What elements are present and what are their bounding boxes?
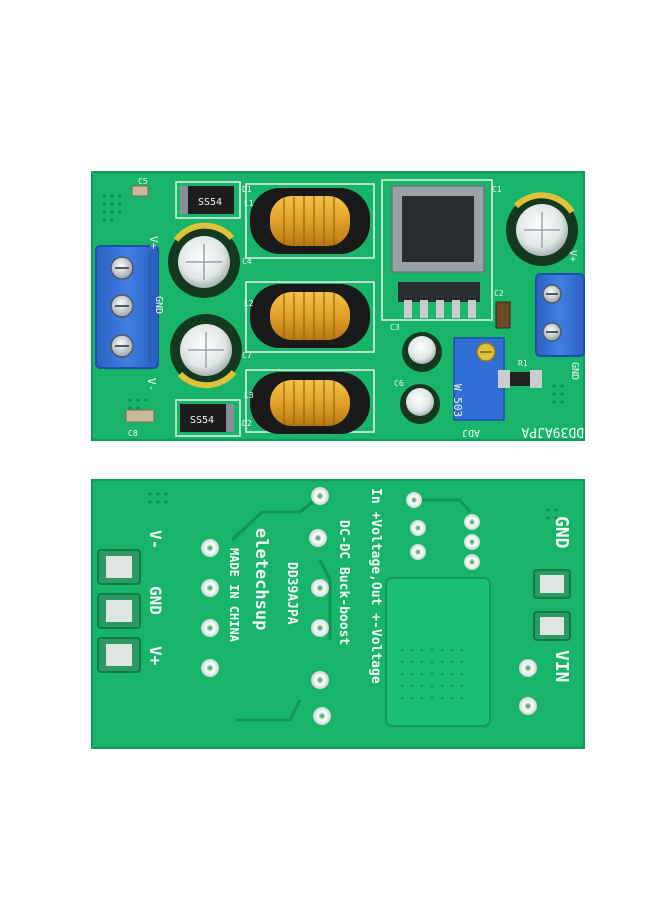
capacitor-c4	[168, 222, 240, 298]
silkscreen-brand: eletechsup	[251, 528, 271, 630]
adj-label: ADJ	[462, 427, 480, 438]
designator-c6: C6	[394, 379, 404, 388]
designator-c5: C5	[138, 177, 148, 186]
pad-label-v-minus: V-	[146, 530, 165, 549]
designator-c8: C8	[128, 429, 138, 438]
port-label-left-plus: V+	[147, 236, 160, 250]
terminal-block-right	[535, 273, 585, 357]
diode-d1: SS54	[180, 186, 234, 214]
regulator-ic	[391, 185, 485, 318]
diode-d2: SS54	[180, 404, 234, 432]
designator-c1: C1	[492, 185, 502, 194]
designator-l2: L2	[244, 299, 254, 308]
port-label-left-gnd: GND	[153, 296, 164, 314]
terminal-block-left	[95, 245, 159, 369]
copper-pour	[385, 577, 491, 727]
capacitor-c1	[506, 192, 578, 266]
silkscreen-origin: MADE IN CHINA	[227, 548, 241, 643]
designator-l3: L3	[244, 391, 254, 400]
diode-marking: SS54	[198, 197, 222, 208]
smd-parts	[125, 185, 542, 423]
capacitor-c6	[400, 384, 440, 424]
designator-c7: C7	[242, 351, 252, 360]
inductor-l1	[250, 188, 370, 254]
pad-label-vin: VIN	[551, 650, 572, 683]
silkscreen-dcdc-label: DC-DC Buck-boost	[336, 520, 351, 645]
designator-d1: D1	[242, 185, 252, 194]
pad-label-gnd-right: GND	[551, 516, 572, 549]
silkscreen-model: DD39AJPA	[284, 562, 299, 625]
solder-pads-left	[97, 549, 141, 673]
pad-label-v-plus: V+	[146, 646, 165, 666]
port-label-right-plus: V+	[567, 250, 578, 262]
designator-l1: L1	[244, 199, 254, 208]
bottom-board-pcb	[92, 480, 584, 748]
through-hole-pads	[201, 487, 537, 725]
designator-r1: R1	[518, 359, 528, 368]
pad-label-gnd-left: GND	[146, 586, 165, 615]
board-model-label: DD39AJPA	[521, 424, 584, 439]
capacitor-c3	[402, 332, 442, 372]
designator-c3: C3	[390, 323, 400, 332]
port-label-left-minus: V-	[145, 378, 158, 391]
inductor-l3	[250, 372, 370, 434]
inductor-l2	[250, 284, 370, 348]
capacitor-c7	[170, 314, 242, 389]
designator-c2: C2	[494, 289, 504, 298]
designator-d2: D2	[242, 419, 252, 428]
diode-marking: SS54	[190, 415, 214, 426]
top-board: SS54 SS54	[91, 171, 585, 441]
solder-pads-right	[533, 569, 571, 641]
port-label-right-gnd: GND	[569, 362, 580, 380]
bottom-board: In +Voltage,Out +-Voltage DC-DC Buck-boo…	[91, 479, 585, 749]
via-pattern	[102, 194, 564, 410]
silkscreen-voltage-spec: In +Voltage,Out +-Voltage	[368, 488, 383, 684]
trimmer-potentiometer: W 503	[451, 337, 505, 421]
designator-c4: C4	[242, 257, 252, 266]
trimmer-marking: W 503	[451, 384, 464, 417]
